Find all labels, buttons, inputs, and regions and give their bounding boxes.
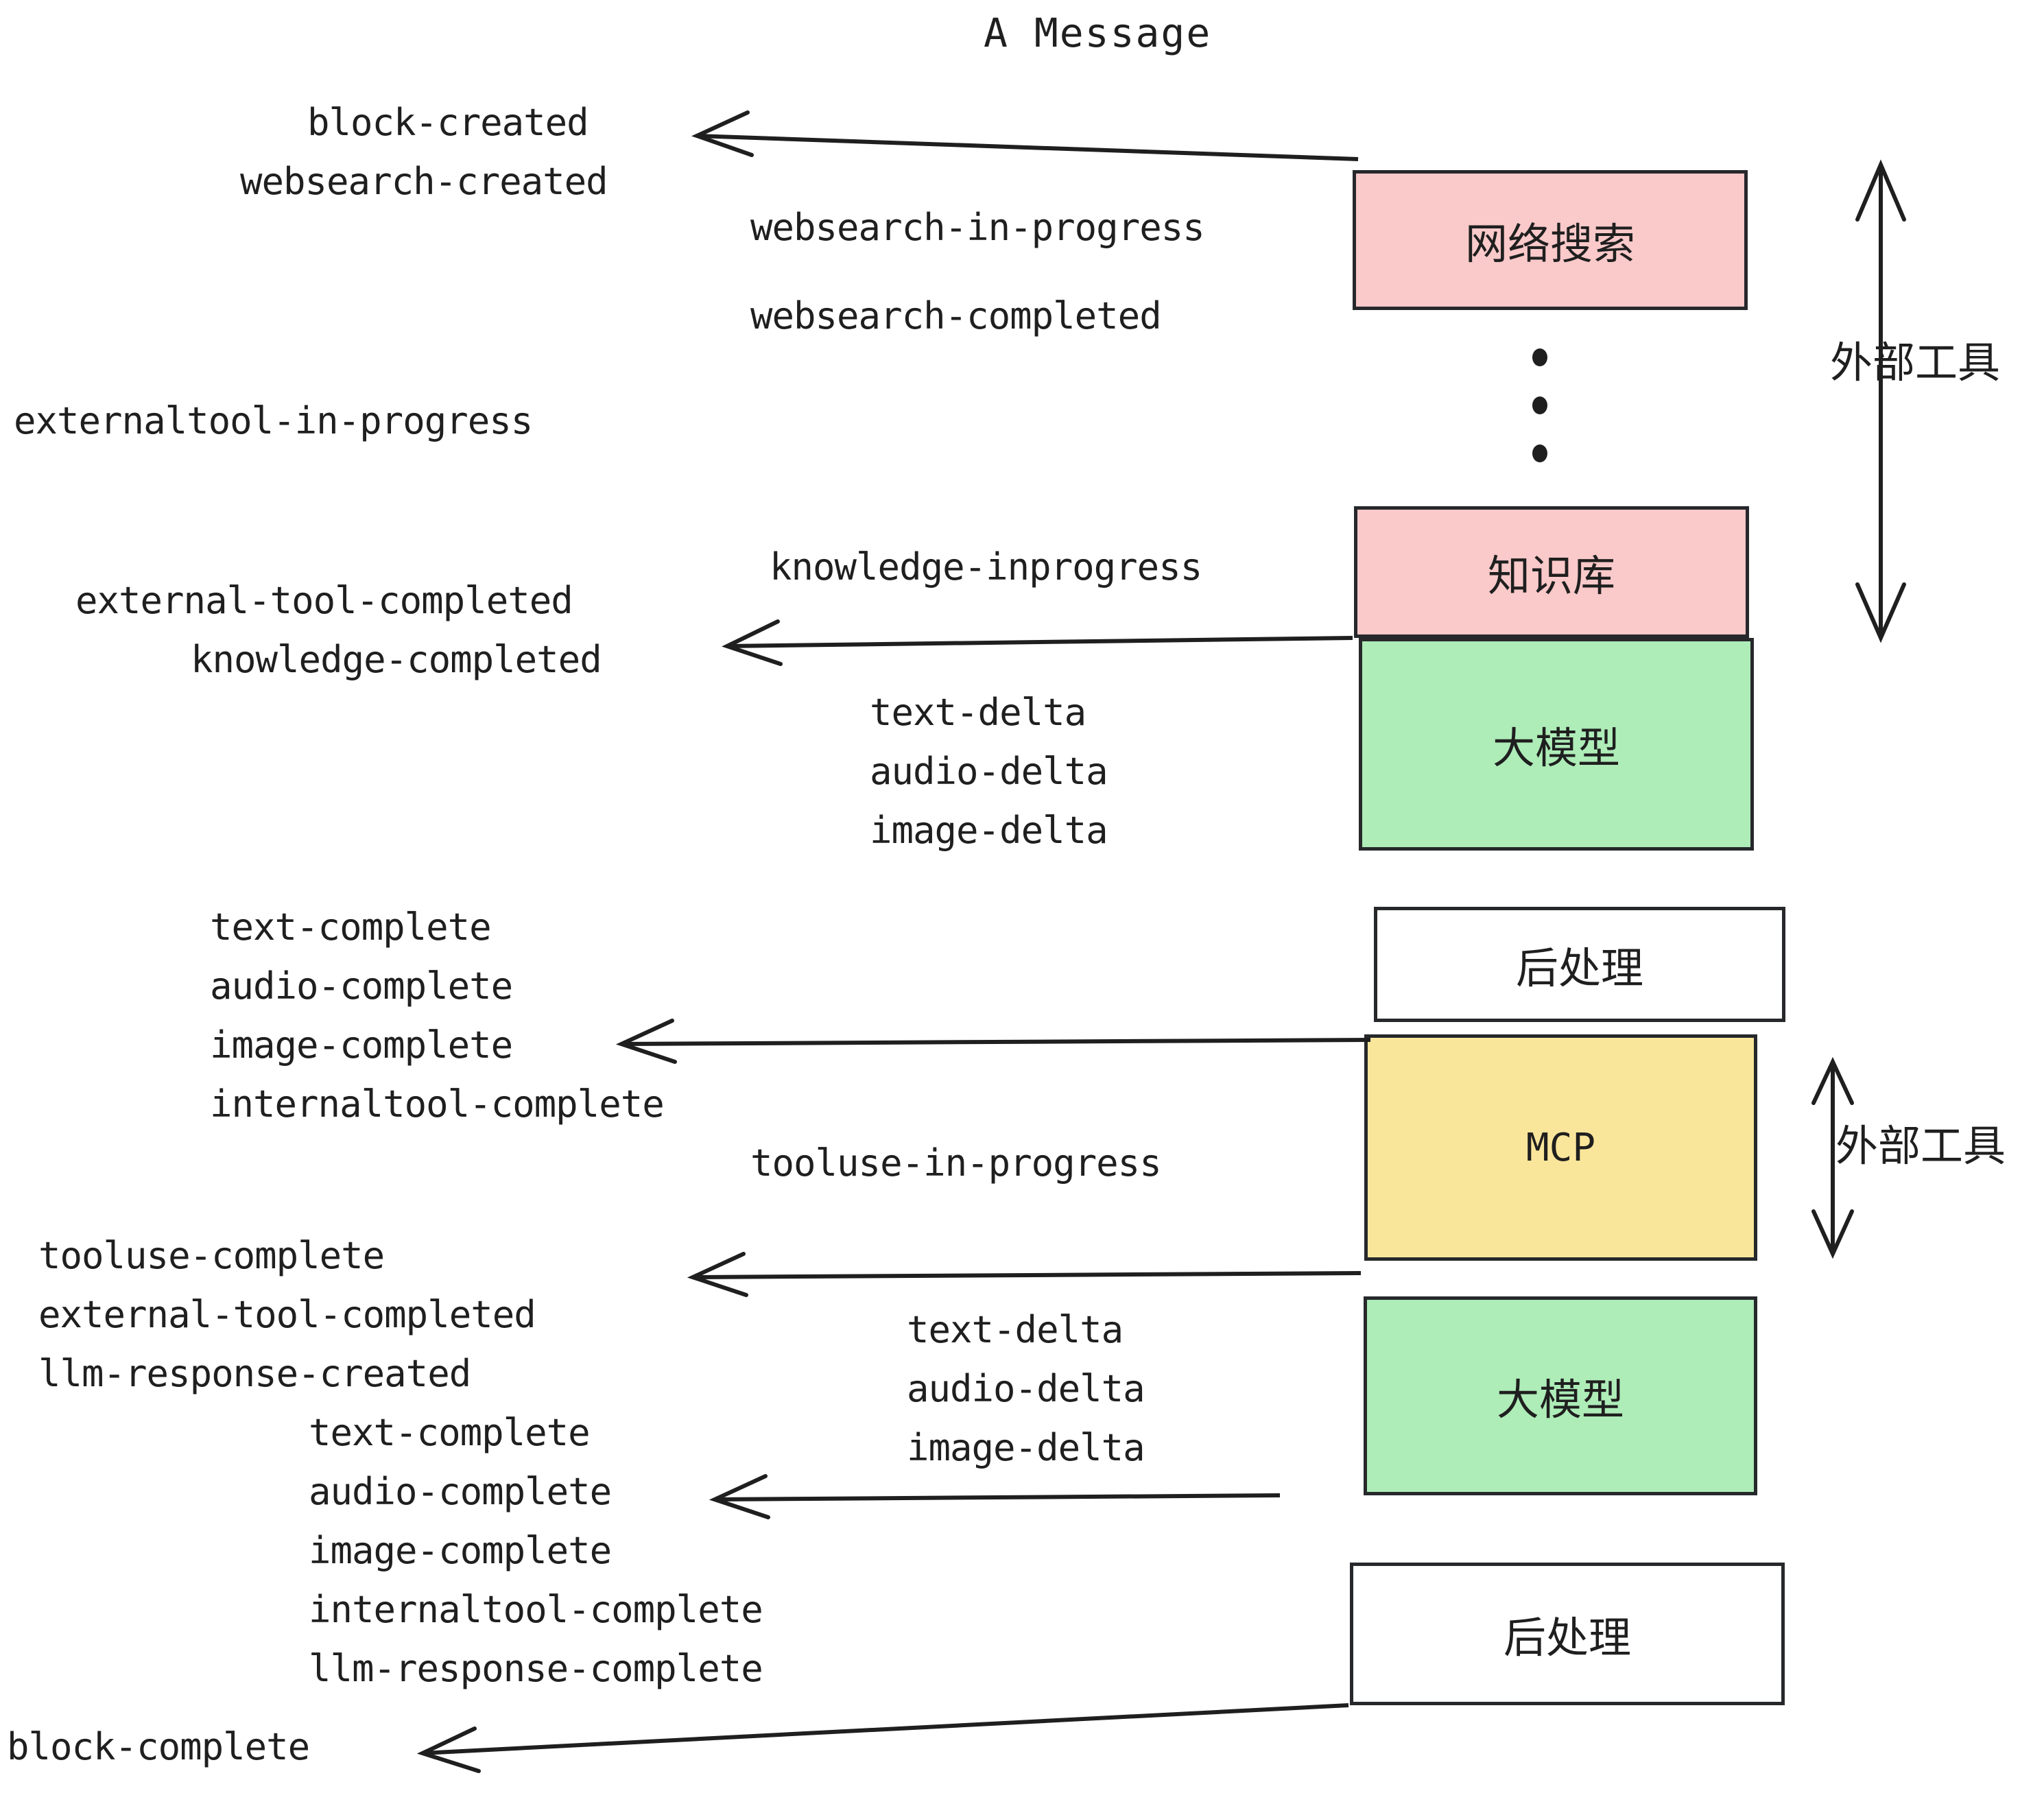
event-label-text-delta-1: text-delta (870, 691, 1086, 734)
event-label-external-tool-completed-1: external-tool-completed (75, 579, 573, 622)
diagram-title: A Message (984, 10, 1212, 56)
node-label-postprocess-2: 后处理 (1503, 1613, 1631, 1663)
ellipsis-dot-2 (1532, 396, 1547, 414)
node-box-llm-2: 大模型 (1364, 1296, 1757, 1495)
bracket-arrow-external-tool-top (1855, 159, 1906, 643)
event-label-externaltool-in-progress: externaltool-in-progress (14, 399, 533, 442)
side-label-external-tool-top: 外部工具 (1830, 337, 2001, 388)
event-label-image-complete-2: image-complete (309, 1529, 612, 1572)
event-label-text-complete-2: text-complete (309, 1411, 591, 1454)
event-label-image-delta-2: image-delta (907, 1426, 1145, 1469)
arrow-llm2-to-audio-complete (709, 1474, 1281, 1519)
event-label-audio-delta-1: audio-delta (870, 750, 1108, 793)
ellipsis-dot-1 (1532, 348, 1547, 366)
event-label-external-tool-completed-2: external-tool-completed (38, 1293, 536, 1336)
ellipsis-dot-3 (1532, 444, 1547, 462)
event-label-audio-complete-1: audio-complete (210, 964, 513, 1008)
event-label-block-created: block-created (307, 101, 589, 144)
event-label-knowledge-inprogress: knowledge-inprogress (770, 545, 1202, 589)
event-label-websearch-created: websearch-created (240, 160, 608, 203)
node-label-llm-1: 大模型 (1492, 723, 1620, 773)
event-label-audio-delta-2: audio-delta (907, 1367, 1145, 1410)
event-label-internaltool-complete-2: internaltool-complete (309, 1588, 763, 1631)
arrow-postprocess1-to-image-complete (615, 1019, 1371, 1064)
event-label-llm-response-complete: llm-response-complete (309, 1647, 763, 1690)
node-box-postprocess-2: 后处理 (1350, 1563, 1785, 1705)
node-box-mcp: MCP (1364, 1034, 1757, 1261)
node-label-mcp: MCP (1525, 1125, 1596, 1170)
event-label-websearch-completed: websearch-completed (750, 294, 1162, 337)
event-label-tooluse-complete: tooluse-complete (38, 1234, 385, 1277)
event-label-image-complete-1: image-complete (210, 1023, 513, 1067)
node-label-postprocess-1: 后处理 (1515, 943, 1643, 993)
node-box-llm-1: 大模型 (1359, 638, 1754, 851)
event-label-image-delta-1: image-delta (870, 809, 1108, 852)
node-box-websearch: 网络搜索 (1353, 170, 1748, 310)
event-label-text-complete-1: text-complete (210, 905, 492, 949)
event-label-internaltool-complete-1: internaltool-complete (210, 1082, 665, 1126)
arrow-knowledge-to-knowledge-completed (722, 619, 1353, 666)
event-label-knowledge-completed: knowledge-completed (191, 638, 602, 681)
arrow-websearch-to-block-created (691, 110, 1359, 161)
arrow-postprocess2-to-block-complete (416, 1703, 1349, 1773)
event-label-audio-complete-2: audio-complete (309, 1470, 612, 1513)
event-label-tooluse-in-progress: tooluse-in-progress (750, 1141, 1162, 1185)
node-box-postprocess-1: 后处理 (1374, 907, 1785, 1022)
node-box-knowledge: 知识库 (1354, 506, 1749, 638)
node-label-websearch: 网络搜索 (1464, 219, 1635, 269)
node-label-knowledge: 知识库 (1487, 551, 1615, 601)
event-label-websearch-in-progress: websearch-in-progress (750, 206, 1205, 249)
side-label-external-tool-bottom: 外部工具 (1835, 1121, 2006, 1171)
node-label-llm-2: 大模型 (1496, 1375, 1624, 1425)
event-label-block-complete: block-complete (7, 1725, 310, 1768)
arrow-mcp-to-tooluse-complete (687, 1252, 1362, 1297)
event-label-llm-response-created: llm-response-created (38, 1352, 471, 1395)
event-label-text-delta-2: text-delta (907, 1308, 1124, 1351)
